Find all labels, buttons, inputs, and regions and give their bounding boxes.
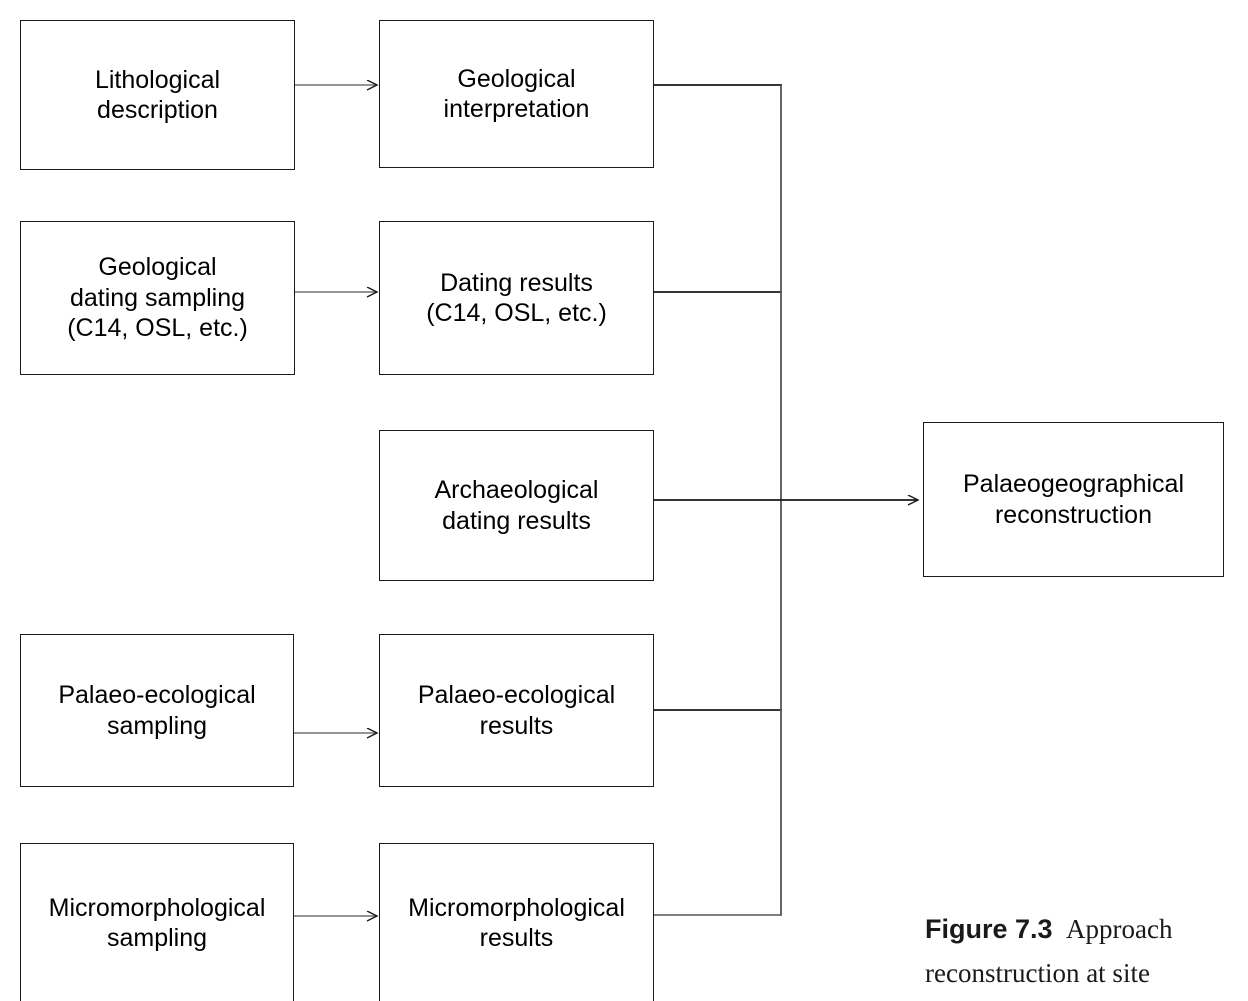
figure-caption: Figure 7.3 Approach reconstruction at si… bbox=[925, 908, 1248, 995]
node-micromorphological-results[interactable]: Micromorphological results bbox=[379, 843, 654, 1001]
node-palaeogeographical-reconstruction[interactable]: Palaeogeographical reconstruction bbox=[923, 422, 1224, 577]
figure-caption-text bbox=[1053, 914, 1067, 944]
figure-caption-line-2: reconstruction at site bbox=[925, 957, 1150, 988]
node-micromorphological-sampling[interactable]: Micromorphological sampling bbox=[20, 843, 294, 1001]
node-dating-results[interactable]: Dating results (C14, OSL, etc.) bbox=[379, 221, 654, 375]
figure-caption-line-1: Figure 7.3 Approach bbox=[925, 908, 1248, 952]
figure-caption-text-first: Approach bbox=[1066, 914, 1173, 944]
node-geological-dating-sampling[interactable]: Geological dating sampling (C14, OSL, et… bbox=[20, 221, 295, 375]
node-palaeo-ecological-sampling[interactable]: Palaeo-ecological sampling bbox=[20, 634, 294, 787]
node-palaeo-ecological-results[interactable]: Palaeo-ecological results bbox=[379, 634, 654, 787]
node-lithological-description[interactable]: Lithological description bbox=[20, 20, 295, 170]
node-archaeological-dating-results[interactable]: Archaeological dating results bbox=[379, 430, 654, 581]
figure-caption-label: Figure 7.3 bbox=[925, 914, 1053, 944]
node-geological-interpretation[interactable]: Geological interpretation bbox=[379, 20, 654, 168]
